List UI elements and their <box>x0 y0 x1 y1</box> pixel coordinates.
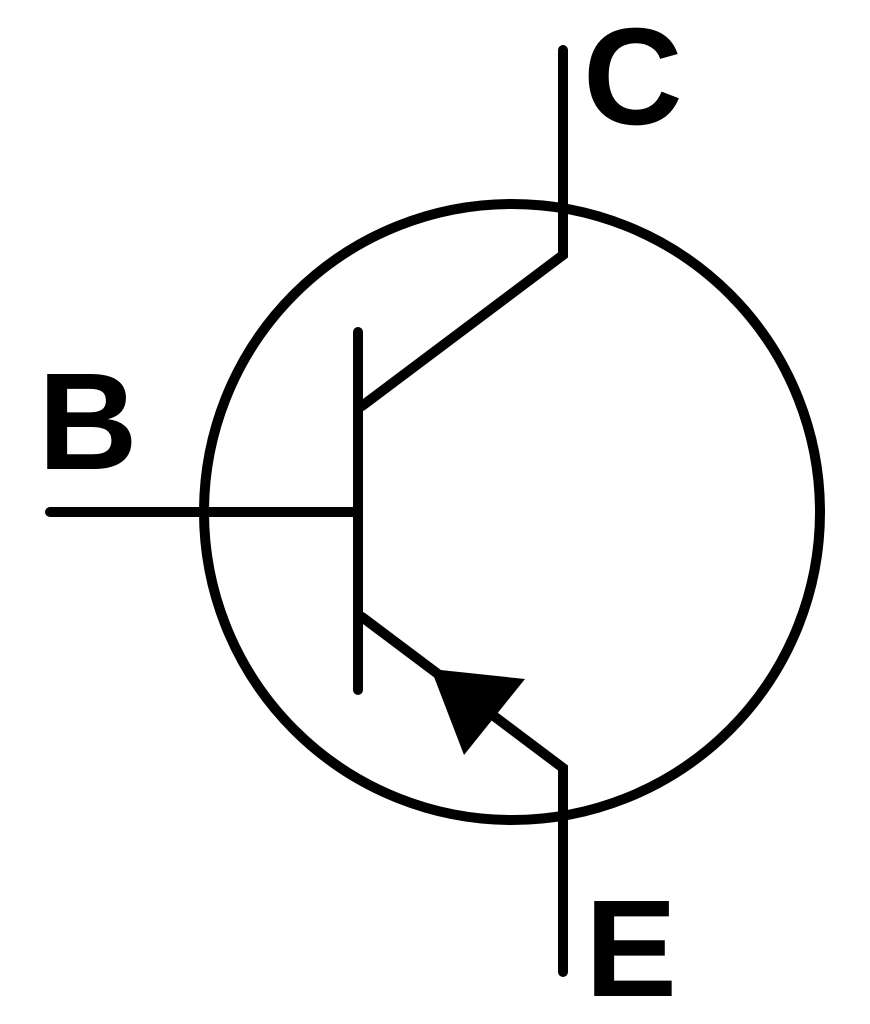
collector-lead <box>357 45 568 411</box>
emitter-arrow <box>431 669 525 755</box>
emitter-lead <box>357 612 568 977</box>
base-label: B <box>38 345 138 499</box>
collector-label: C <box>583 0 683 154</box>
emitter-label: E <box>585 872 677 1024</box>
